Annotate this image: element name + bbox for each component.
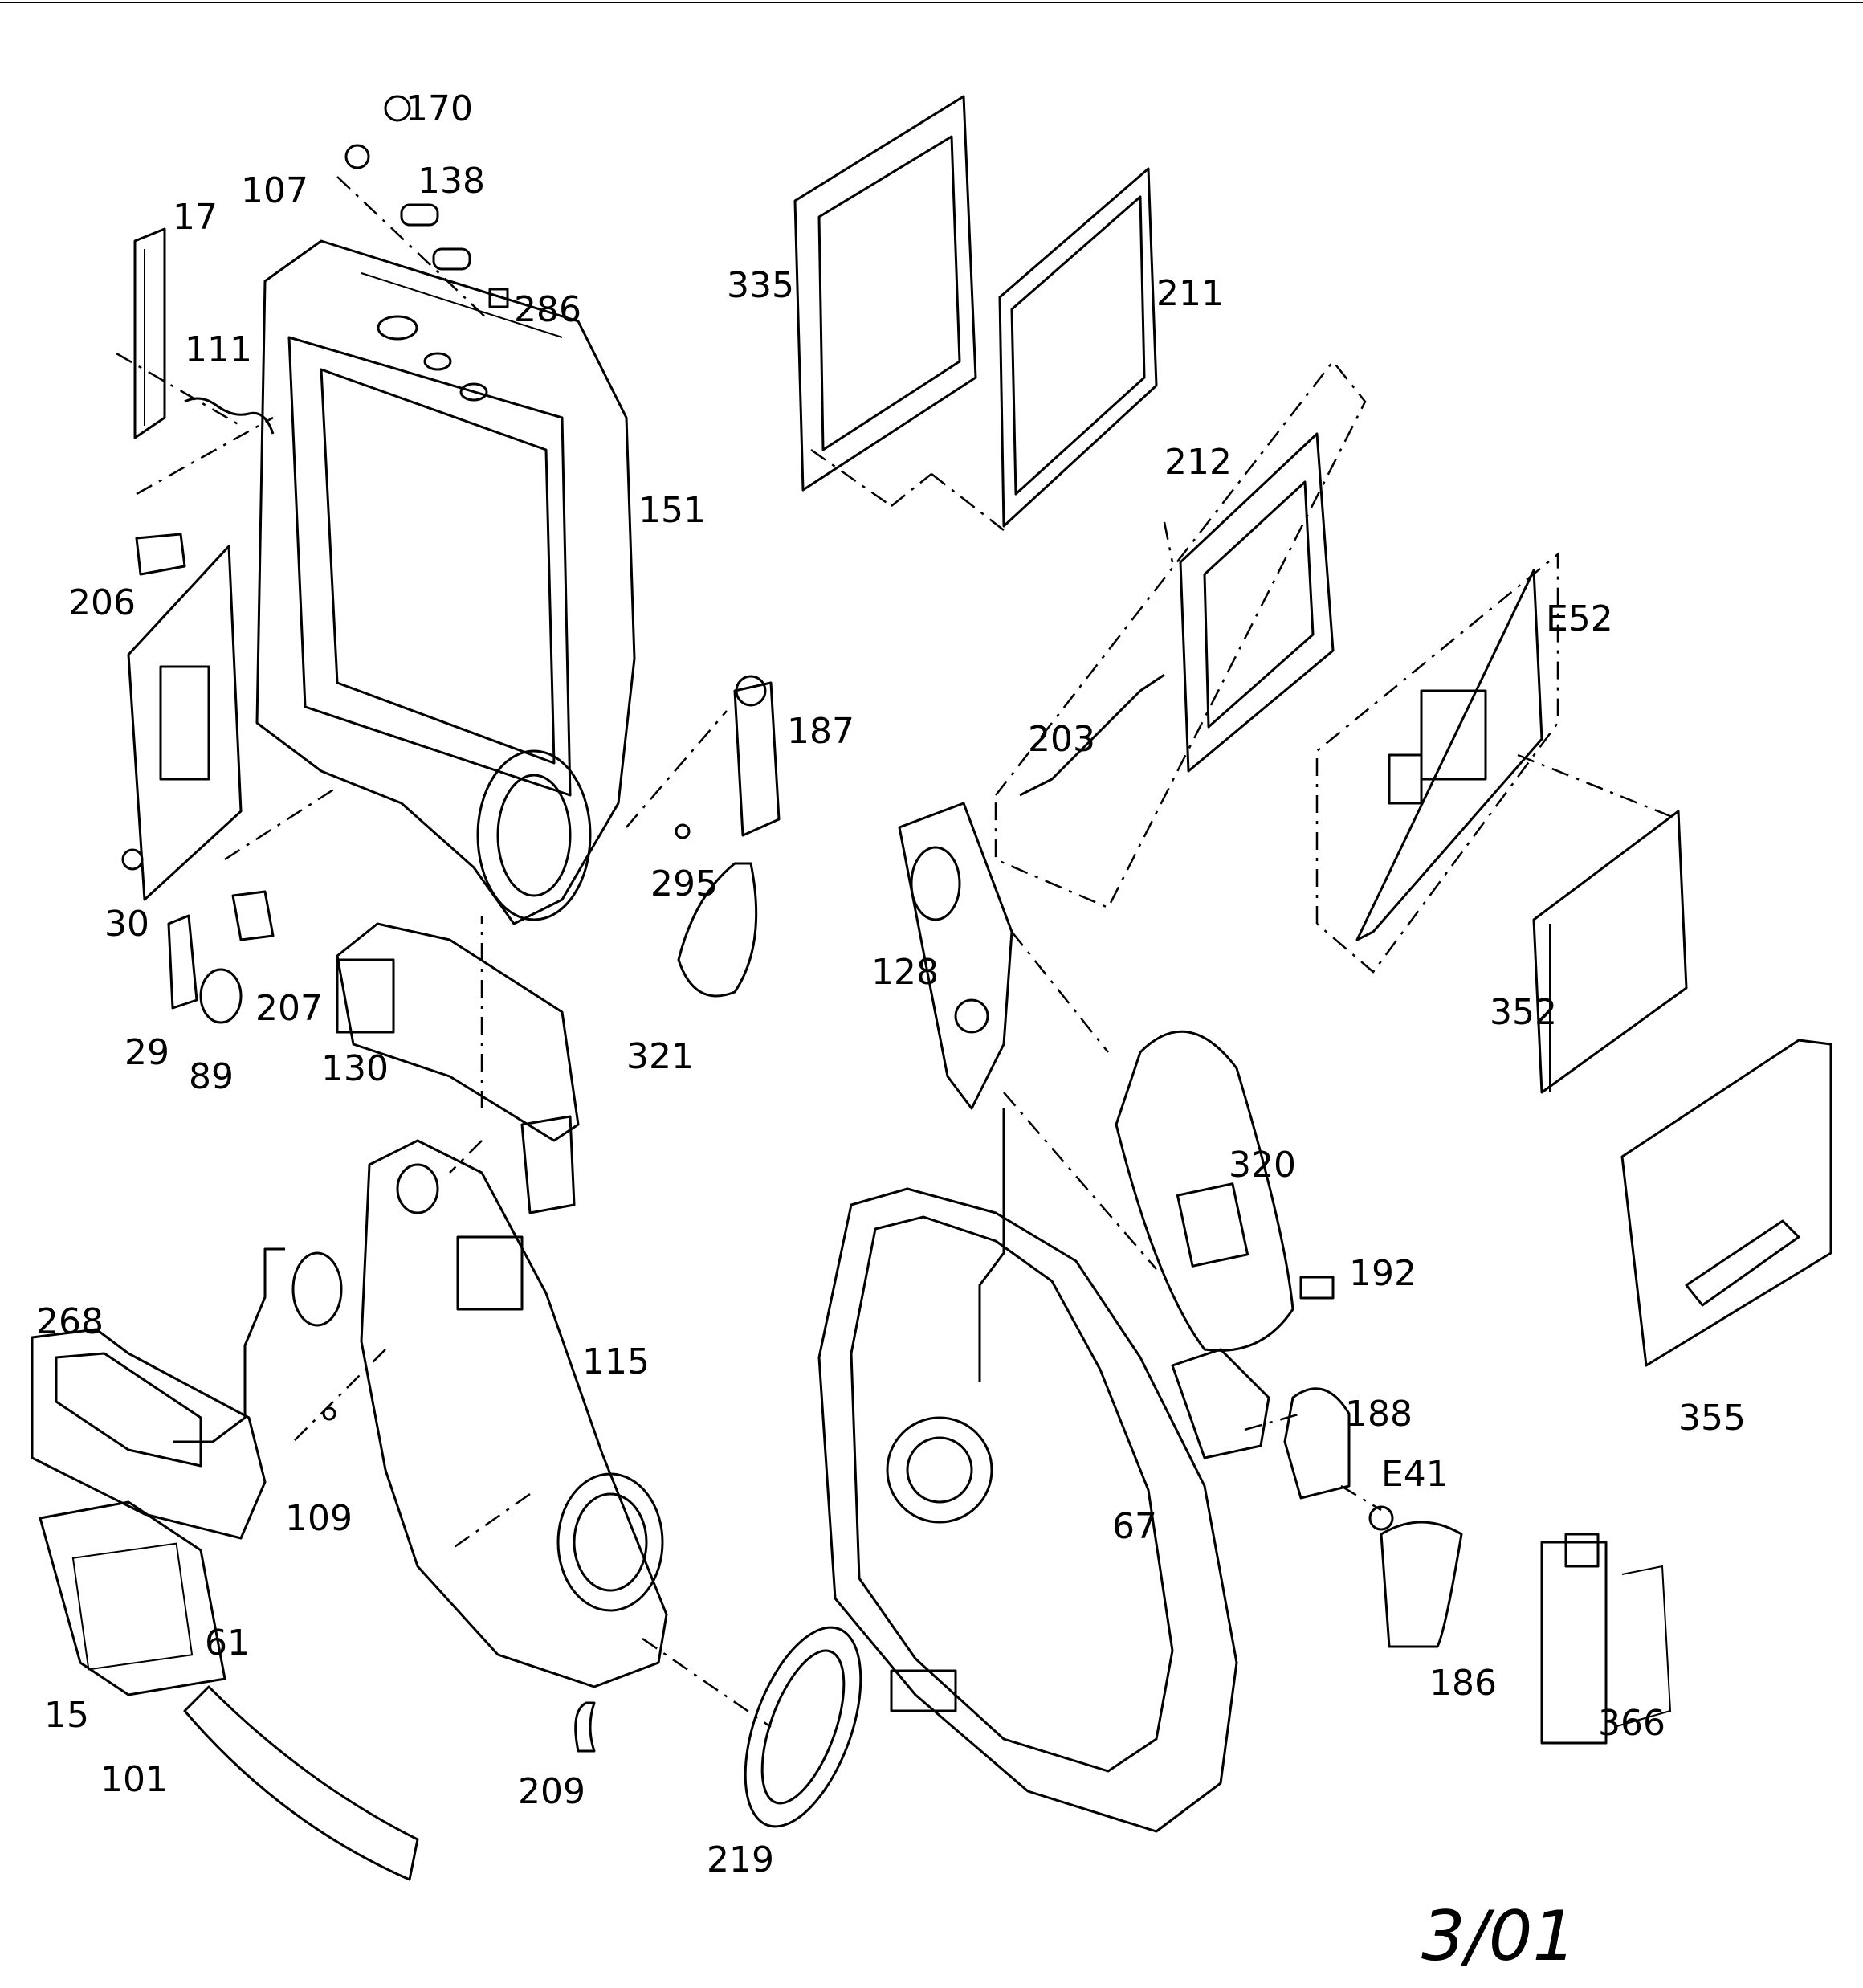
callout-219: 219 <box>707 1839 774 1880</box>
callout-30: 30 <box>104 904 149 945</box>
callout-107: 107 <box>241 170 308 211</box>
part-209-hook <box>574 1701 596 1753</box>
callout-352: 352 <box>1490 992 1557 1033</box>
callout-E41: E41 <box>1381 1454 1449 1495</box>
part-89-ring <box>199 968 243 1024</box>
callout-115: 115 <box>582 1341 650 1382</box>
callout-29: 29 <box>124 1032 169 1073</box>
part-219-lens-ring <box>744 1626 862 1828</box>
callout-355: 355 <box>1678 1398 1746 1439</box>
callout-130: 130 <box>321 1048 389 1089</box>
callout-151: 151 <box>638 490 706 531</box>
callout-138: 138 <box>418 161 485 202</box>
part-15-101-grip-strap <box>39 1500 419 1881</box>
part-17-side-plate <box>133 227 166 439</box>
group-outline-E52 <box>1315 552 1559 974</box>
callout-111: 111 <box>185 329 252 370</box>
part-E41-spring <box>1368 1505 1394 1531</box>
callout-207: 207 <box>255 988 323 1029</box>
callout-187: 187 <box>787 711 854 752</box>
part-268-61-eyepiece <box>31 1328 267 1540</box>
part-212-backlight <box>1179 432 1335 773</box>
part-109-wires <box>173 1247 343 1443</box>
callout-109: 109 <box>285 1498 353 1539</box>
callout-286: 286 <box>514 289 581 330</box>
callout-67: 67 <box>1112 1506 1157 1547</box>
callout-320: 320 <box>1229 1145 1296 1186</box>
callout-366: 366 <box>1598 1703 1665 1744</box>
part-130-bracket <box>336 922 580 1214</box>
part-352-shield <box>1532 810 1688 1094</box>
callout-206: 206 <box>68 582 136 623</box>
part-203-cable <box>1019 673 1165 797</box>
callout-192: 192 <box>1349 1253 1417 1294</box>
part-320-grip <box>1115 1030 1294 1459</box>
callout-211: 211 <box>1156 273 1224 314</box>
part-192-pad <box>1299 1276 1335 1300</box>
part-355-cover <box>1620 1039 1832 1367</box>
callout-128: 128 <box>871 952 939 993</box>
part-206-clip <box>135 533 186 576</box>
part-E52-board <box>1355 569 1543 941</box>
part-286-screw <box>488 288 509 308</box>
part-211-lcd-panel <box>998 167 1158 528</box>
callout-321: 321 <box>626 1036 694 1077</box>
part-115-front-body <box>360 1139 668 1688</box>
callout-186: 186 <box>1429 1663 1497 1704</box>
callout-209: 209 <box>518 1771 585 1812</box>
part-151-main-frame <box>255 239 636 925</box>
callout-15: 15 <box>44 1695 89 1736</box>
callout-E52: E52 <box>1546 598 1613 639</box>
callout-335: 335 <box>727 265 794 306</box>
assembly-lines <box>116 352 1679 1729</box>
part-111-spring <box>184 397 275 435</box>
callout-203: 203 <box>1028 719 1095 760</box>
part-207-clip <box>231 890 275 941</box>
callout-188: 188 <box>1345 1394 1413 1435</box>
callout-labels: 170 107 138 17 286 111 335 211 212 151 E… <box>36 88 1746 1880</box>
part-366-jack <box>1540 1533 1672 1745</box>
part-67-rear-housing <box>817 1187 1238 1833</box>
callout-268: 268 <box>36 1301 104 1342</box>
part-295-screw <box>675 823 691 839</box>
callout-101: 101 <box>100 1759 168 1800</box>
callout-170: 170 <box>406 88 473 129</box>
callout-295: 295 <box>650 863 718 904</box>
part-188-switch <box>1283 1387 1351 1500</box>
parts-138-170-buttons <box>336 95 491 322</box>
part-128-flex <box>898 802 1013 1382</box>
callout-212: 212 <box>1164 442 1232 483</box>
part-187-bracket <box>733 675 781 837</box>
group-outline-212 <box>994 359 1367 909</box>
revision-date: 3/01 <box>1421 1896 1576 1977</box>
part-335-lcd-frame <box>793 95 977 492</box>
part-321-cover <box>677 862 758 998</box>
part-186-cap <box>1380 1521 1463 1648</box>
callout-61: 61 <box>205 1623 250 1663</box>
callout-17: 17 <box>173 197 218 238</box>
callout-89: 89 <box>189 1056 234 1097</box>
part-29-bracket <box>167 914 198 1010</box>
part-30-board <box>121 545 243 901</box>
